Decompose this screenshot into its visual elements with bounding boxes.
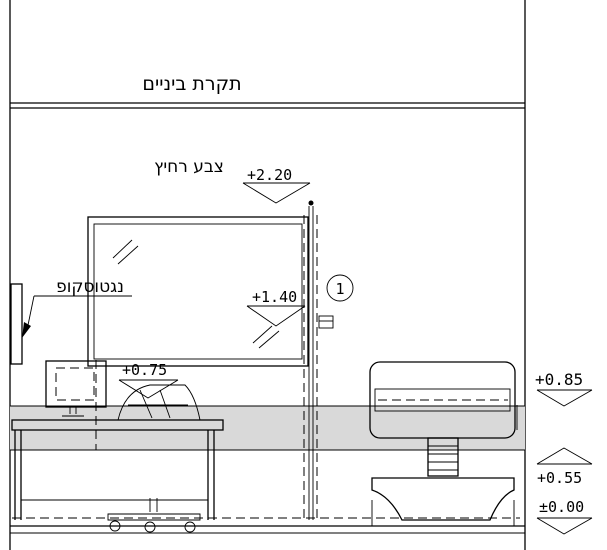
level-marker-floor: ±0.00 [536,498,593,535]
conduit [303,200,318,522]
exam-seat [369,361,518,526]
washable-paint-label: צבע רחיץ [154,157,224,177]
detail-number: 1 [335,280,344,298]
level-cabinet-top: +0.85 [535,370,583,389]
detail-callout: 1 [326,274,354,302]
monitor [45,360,107,417]
room-walls [9,0,526,550]
level-board-bottom: +1.40 [252,288,297,306]
level-floor: ±0.00 [539,498,584,516]
chair-base [107,498,201,533]
level-marker-desk-top: +0.75 [118,361,179,399]
negatoscope: נגטוסקופ [10,277,132,365]
level-top-paint: +2.20 [247,166,292,184]
level-marker-board-bottom: +1.40 [246,288,306,327]
level-marker-cabinet-top: +0.85 [535,370,593,407]
level-marker-top-paint: +2.20 [242,166,311,204]
negatoscope-label: נגטוסקופ [56,277,124,297]
ceiling-label: תקרת ביניים [142,73,241,95]
wall-panel [87,216,309,367]
outlet-icon [318,315,334,329]
level-desk-top: +0.75 [122,361,167,379]
paint-band [10,406,525,450]
level-cabinet-seat: +0.55 [537,469,582,487]
level-marker-cabinet-seat: +0.55 [536,447,593,487]
desk [11,360,224,520]
